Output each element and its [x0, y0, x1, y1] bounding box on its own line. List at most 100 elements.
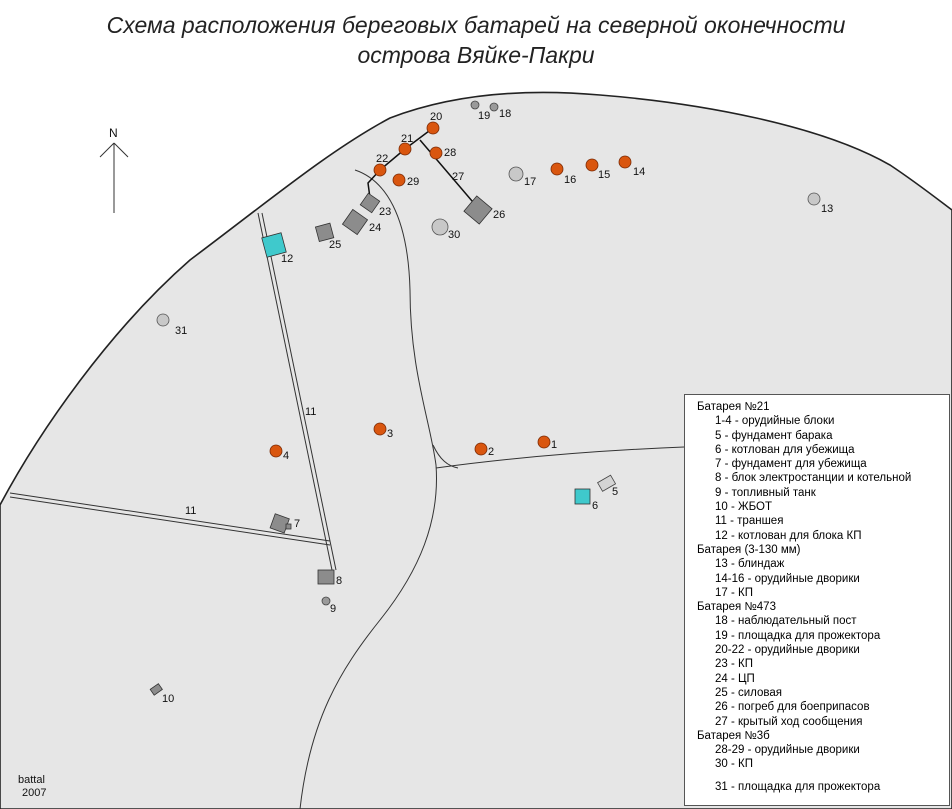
gun-position-15	[585, 158, 599, 172]
map-label: 13	[821, 203, 833, 215]
legend-item: 19 - площадка для прожектора	[715, 629, 881, 642]
block-25	[314, 222, 335, 243]
gun-position-3	[373, 422, 387, 436]
gun-position-20	[426, 121, 440, 135]
legend-heading: Батарея №21	[697, 401, 770, 413]
author-credit: battal 2007	[18, 774, 46, 800]
road-main	[299, 169, 437, 809]
map-label: 29	[407, 176, 419, 188]
block-5	[597, 474, 617, 492]
map-label: 1	[551, 439, 557, 451]
gun-position-22	[373, 163, 387, 177]
shelter-pits	[261, 232, 591, 505]
gun-position-1	[537, 435, 551, 449]
light-markers	[156, 166, 821, 327]
legend-item: 14-16 - орудийные дворики	[715, 572, 860, 585]
legend-item: 9 - топливный танк	[715, 486, 816, 499]
legend-item: 17 - КП	[715, 586, 753, 599]
legend-item: 11 - траншея	[715, 515, 784, 528]
legend-item: 26 - погреб для боеприпасов	[715, 701, 870, 714]
concrete-blocks	[149, 192, 493, 696]
legend-heading: Батарея №473	[697, 601, 776, 614]
legend-item: 7 - фундамент для убежища	[715, 458, 867, 471]
block-24	[341, 208, 369, 236]
block-10	[149, 683, 163, 696]
gun-position-4	[269, 444, 283, 458]
road-fork	[432, 444, 459, 469]
gun-position-21	[398, 142, 412, 156]
block-26	[463, 195, 493, 225]
map-label: 22	[376, 153, 388, 165]
legend-item: 20-22 - орудийные дворики	[715, 644, 860, 657]
map-label: 23	[379, 206, 391, 218]
legend-item: 8 - блок электростанции и котельной	[715, 472, 912, 485]
small-markers	[321, 100, 499, 606]
gun-positions	[269, 121, 632, 458]
map-label: 24	[369, 222, 381, 234]
legend-item: 30 - КП	[715, 758, 753, 771]
map-label: 16	[564, 174, 576, 186]
block-7-annex	[285, 523, 292, 530]
map-label: 27	[452, 171, 464, 183]
legend-item: 27 - крытый ход сообщения	[715, 715, 863, 728]
gun-position-28	[429, 146, 443, 160]
title-line-1: Схема расположения береговых батарей на …	[106, 12, 846, 38]
map-label: 21	[401, 133, 413, 145]
gun-position-29	[392, 173, 406, 187]
road-east	[435, 446, 685, 469]
legend-item: 10 - ЖБОТ	[715, 501, 773, 514]
legend-item: 12 - котлован для блока КП	[715, 529, 862, 542]
legend-item: 25 - силовая	[715, 686, 783, 699]
map-label: 3	[387, 428, 393, 440]
marker-9	[321, 596, 331, 606]
marker-17	[508, 166, 524, 182]
legend-heading: Батарея №3б	[697, 729, 770, 742]
map-labels: 1 2 3 4 5 6 7 8 9 10 11 11 12 13 14 15 1…	[162, 108, 833, 705]
trench-north-south	[257, 212, 337, 571]
map-label: 28	[444, 147, 456, 159]
map-label: 30	[448, 229, 460, 241]
marker-13	[807, 192, 821, 206]
map-label: 6	[592, 500, 598, 512]
map-label: 11	[185, 505, 196, 517]
map-label: 26	[493, 209, 505, 221]
block-23	[359, 192, 381, 214]
map-title: Схема расположения береговых батарей на …	[0, 10, 952, 70]
pit-12	[261, 232, 287, 258]
marker-30	[431, 218, 449, 236]
legend-item: 18 - наблюдательный пост	[715, 615, 857, 628]
legend-item: 31 - площадка для прожектора	[715, 780, 881, 793]
legend-heading: Батарея (3-130 мм)	[697, 543, 801, 556]
gun-position-14	[618, 155, 632, 169]
map-label: 19	[478, 110, 490, 122]
north-label: N	[109, 126, 118, 140]
map-label: 4	[283, 450, 289, 462]
map-label: 25	[329, 239, 341, 251]
map-label: 7	[294, 518, 300, 530]
map-label: 17	[524, 176, 536, 188]
legend-item: 23 - КП	[715, 658, 753, 671]
block-8	[317, 569, 335, 585]
map-label: 9	[330, 603, 336, 615]
map-label: 2	[488, 446, 494, 458]
map-label: 15	[598, 169, 610, 181]
map-label: 14	[633, 166, 645, 178]
map-label: 20	[430, 111, 442, 123]
map-label: 5	[612, 486, 618, 498]
legend-item: 6 - котлован для убежища	[715, 443, 855, 456]
map-label: 8	[336, 575, 342, 587]
map-label: 12	[281, 253, 293, 265]
legend-spacer	[697, 772, 949, 780]
legend-item: 1-4 - орудийные блоки	[715, 415, 835, 428]
map-label: 11	[305, 406, 316, 418]
pit-6	[574, 488, 591, 505]
marker-19	[470, 100, 480, 110]
legend-item: 13 - блиндаж	[715, 558, 785, 571]
author-year: 2007	[22, 787, 47, 799]
legend-item: 5 - фундамент барака	[715, 429, 833, 442]
trench-west-east	[9, 492, 331, 546]
north-arrow	[99, 142, 129, 213]
gun-position-2	[474, 442, 488, 456]
title-line-2: острова Вяйке-Пакри	[357, 42, 595, 68]
